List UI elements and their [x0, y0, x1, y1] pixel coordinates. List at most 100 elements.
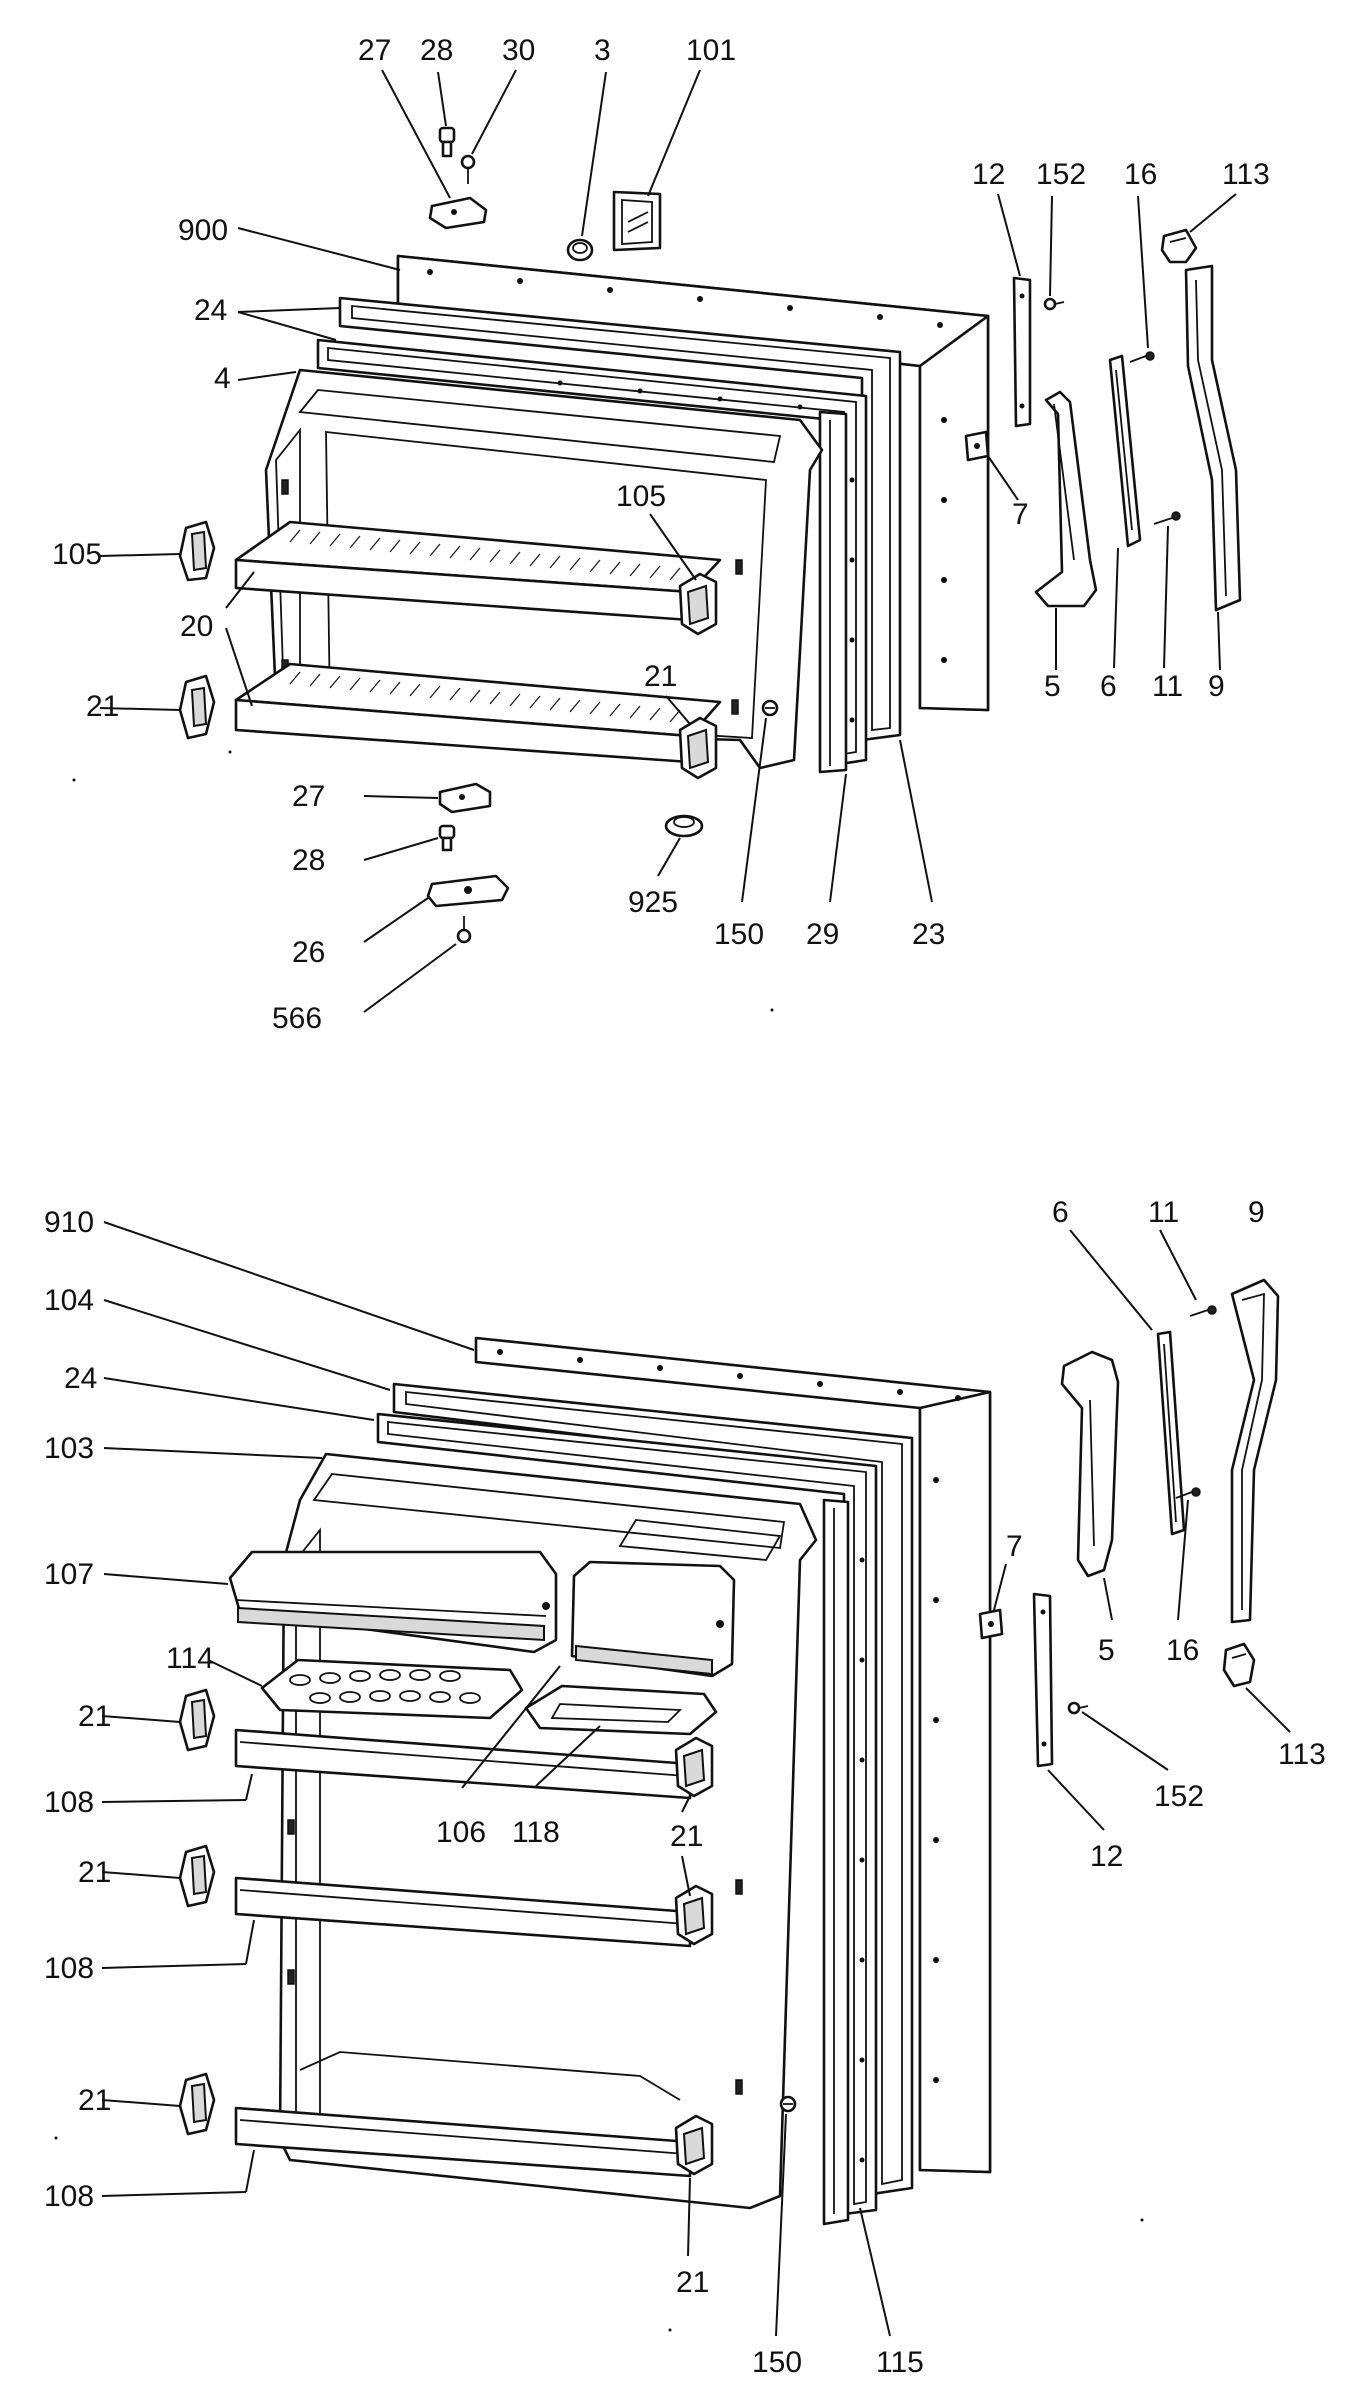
- callout-label-ff-11: 11: [1148, 1196, 1179, 1229]
- callout-label-ff-24: 24: [64, 1362, 97, 1395]
- callout-label-fz-5: 5: [1044, 670, 1061, 703]
- freezer-handle-insert-6: [1108, 354, 1142, 548]
- freezer-end-cap-113: [1160, 228, 1198, 264]
- callout-label-fz-16: 16: [1124, 158, 1157, 191]
- fresh-food-shelf-end-cap-left-1: [178, 1688, 216, 1752]
- freezer-hinge-pin-28: [438, 126, 456, 158]
- fresh-food-door-shelf-lower: [234, 2051, 692, 2178]
- callout-label-ff-21c: 21: [78, 1856, 111, 1889]
- freezer-handle-5: [1034, 390, 1098, 608]
- freezer-screw-150: [761, 699, 779, 717]
- callout-label-fz-113: 113: [1222, 158, 1270, 191]
- callout-label-fz-30: 30: [502, 34, 535, 67]
- callout-label-ff-103: 103: [44, 1432, 94, 1465]
- fresh-food-outer-door-panel: [474, 1336, 992, 2174]
- fresh-food-handle-mount-12: [1032, 1592, 1054, 1768]
- callout-label-ff-104: 104: [44, 1284, 94, 1317]
- callout-label-fz-11: 11: [1152, 670, 1183, 703]
- callout-label-ff-16: 16: [1166, 1634, 1199, 1667]
- fresh-food-door-shelf-middle: [234, 1876, 692, 1948]
- callout-label-fz-21a: 21: [86, 690, 119, 723]
- freezer-shelf-end-cap-right-upper: [678, 572, 718, 636]
- freezer-top-hinge-27: [428, 196, 488, 230]
- fresh-food-shelf-end-cap-right-1: [674, 1736, 714, 1798]
- callout-label-fz-28b: 28: [292, 844, 325, 877]
- freezer-upper-shelf: [234, 520, 722, 622]
- freezer-shelf-end-cap-left-upper: [178, 520, 216, 582]
- callout-label-ff-21e: 21: [676, 2266, 709, 2299]
- callout-label-fz-152: 152: [1036, 158, 1086, 191]
- fresh-food-leader-lines: [101, 1221, 1291, 2337]
- fresh-food-screw-16: [1175, 1487, 1201, 1499]
- callout-label-fz-28: 28: [420, 34, 453, 67]
- callout-label-ff-118: 118: [512, 1816, 560, 1849]
- fresh-food-shelf-end-cap-right-3: [674, 2114, 714, 2176]
- callout-label-ff-152: 152: [1154, 1780, 1204, 1813]
- fresh-food-handle-trim-9: [1230, 1278, 1280, 1624]
- freezer-shelf-end-cap-right-lower: [678, 716, 718, 780]
- fresh-food-handle-insert-6: [1156, 1330, 1186, 1536]
- callout-label-ff-108a: 108: [44, 1786, 94, 1819]
- callout-label-ff-113: 113: [1278, 1738, 1326, 1771]
- callout-label-fz-23: 23: [912, 918, 945, 951]
- fresh-food-callout-labels: 910 104 24 103 107 114 21 108 106 118 21 21 108 21 108…: [44, 1196, 1326, 2379]
- fresh-food-screw-152: [1067, 1701, 1089, 1715]
- fresh-food-end-cap-113: [1222, 1642, 1256, 1688]
- callout-label-fz-9: 9: [1208, 670, 1225, 703]
- callout-label-fz-925: 925: [628, 886, 678, 919]
- freezer-hinge-pin-28-bottom: [438, 824, 456, 852]
- freezer-plug-3: [566, 238, 594, 262]
- callout-label-fz-27b: 27: [292, 780, 325, 813]
- freezer-hinge-7: [964, 430, 990, 462]
- callout-label-fz-566: 566: [272, 1002, 322, 1035]
- freezer-button-925: [664, 814, 704, 838]
- fresh-food-shelf-end-cap-left-3: [178, 2072, 216, 2136]
- callout-label-ff-6: 6: [1052, 1196, 1069, 1229]
- callout-label-ff-107: 107: [44, 1558, 94, 1591]
- callout-label-fz-150: 150: [714, 918, 764, 951]
- freezer-outer-door-panel: [396, 254, 990, 712]
- freezer-handle-trim-9: [1184, 264, 1242, 612]
- callout-label-ff-21b: 21: [670, 1820, 703, 1853]
- fresh-food-door-assembly: [101, 1221, 1291, 2337]
- freezer-leader-lines: [99, 69, 1237, 1013]
- callout-label-ff-150: 150: [752, 2346, 802, 2379]
- callout-label-fz-26: 26: [292, 936, 325, 969]
- callout-label-ff-106: 106: [436, 1816, 486, 1849]
- fresh-food-handle-5: [1060, 1350, 1120, 1578]
- freezer-lower-shelf: [234, 662, 722, 764]
- callout-label-ff-910: 910: [44, 1206, 94, 1239]
- fresh-food-breaker-strip: [822, 1498, 850, 2226]
- freezer-handle-mount-12: [1012, 276, 1032, 428]
- callout-label-fz-105b: 105: [616, 480, 666, 513]
- fresh-food-hinge-7: [978, 1608, 1004, 1640]
- freezer-door-assembly: [99, 69, 1242, 1013]
- freezer-bottom-hinge-27: [438, 782, 492, 814]
- freezer-screw-11: [1153, 511, 1181, 525]
- callout-label-fz-3: 3: [594, 34, 611, 67]
- callout-label-fz-24: 24: [194, 294, 227, 327]
- callout-label-ff-108b: 108: [44, 1952, 94, 1985]
- callout-label-fz-105a: 105: [52, 538, 102, 571]
- freezer-screw-566: [456, 916, 472, 944]
- callout-label-fz-4: 4: [214, 362, 231, 395]
- fresh-food-compartment-door-106: [570, 1560, 736, 1678]
- freezer-shelf-end-cap-left-lower: [178, 674, 216, 740]
- callout-label-ff-9: 9: [1248, 1196, 1265, 1229]
- callout-label-ff-114: 114: [166, 1642, 214, 1675]
- freezer-screw-16: [1129, 351, 1155, 363]
- callout-label-ff-21d: 21: [78, 2084, 111, 2117]
- callout-label-fz-900: 900: [178, 214, 228, 247]
- callout-label-fz-20: 20: [180, 610, 213, 643]
- callout-label-fz-6: 6: [1100, 670, 1117, 703]
- callout-label-ff-108c: 108: [44, 2180, 94, 2213]
- callout-label-ff-21a: 21: [78, 1700, 111, 1733]
- fresh-food-tray-118: [524, 1684, 718, 1736]
- callout-label-fz-7: 7: [1012, 498, 1029, 531]
- freezer-screw-30: [460, 154, 476, 184]
- freezer-hinge-cover-101: [612, 190, 662, 252]
- callout-label-fz-27: 27: [358, 34, 391, 67]
- callout-label-fz-29: 29: [806, 918, 839, 951]
